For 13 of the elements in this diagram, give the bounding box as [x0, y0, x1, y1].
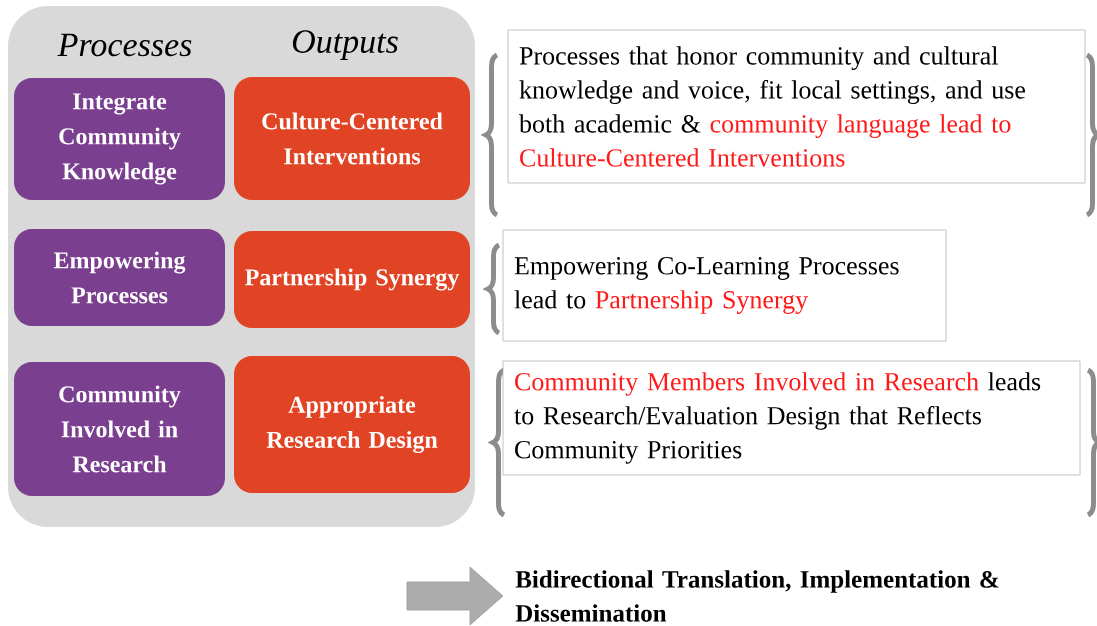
- output-box: Appropriate Research Design: [234, 356, 470, 493]
- block-arrow: [406, 566, 504, 626]
- column-heading: Outputs: [292, 30, 398, 60]
- process-box: Integrate Community Knowledge: [14, 78, 225, 200]
- text-box: Processes that honor community and cultural knowledge and voice, fit local settings, and use both academic & community language lead to Culture-Centered Interventions: [507, 29, 1086, 184]
- output-box: Culture-Centered Interventions: [234, 77, 470, 200]
- process-box: Community Involved in Research: [14, 362, 225, 496]
- output-box: Partnership Synergy: [234, 231, 470, 328]
- process-box: Empowering Processes: [14, 229, 225, 326]
- text-box: Community Members Involved in Research leads to Research/Evaluation Design that Reflects Community Priorities: [502, 360, 1081, 476]
- column-heading: Processes: [57, 33, 192, 57]
- text-box: Empowering Co-Learning Processes lead to Partnership Synergy: [502, 229, 947, 342]
- caption-text: Bidirectional Translation, Implementation & Dissemination: [515, 570, 999, 622]
